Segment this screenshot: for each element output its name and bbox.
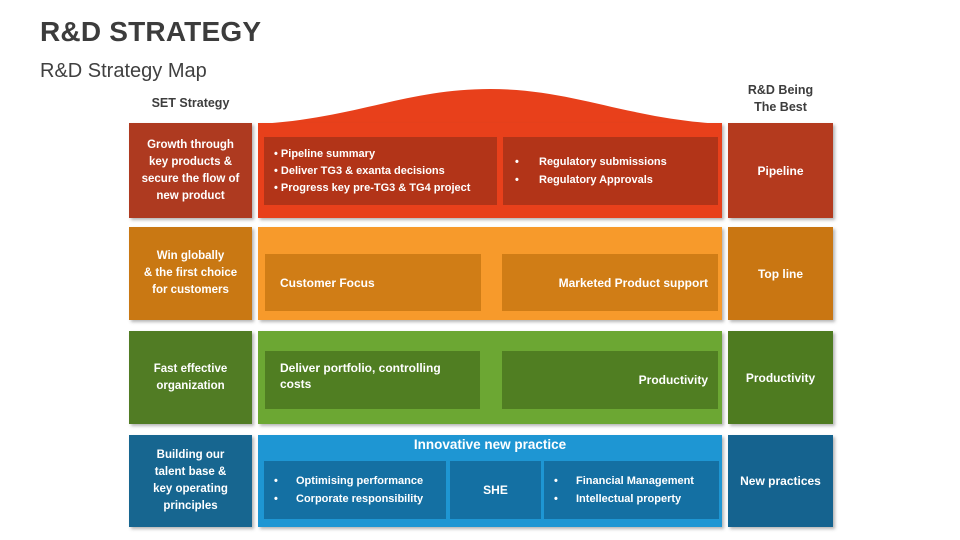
text-line: key products & xyxy=(148,155,233,168)
strategy-box-win-globally: Win globally & the first choice for cust… xyxy=(129,227,252,320)
column-header-rd-being-the-best: R&D Being The Best xyxy=(728,82,833,116)
bullet-item: Regulatory Approvals xyxy=(503,171,718,189)
bullet-item: Progress key pre-TG3 & TG4 project xyxy=(274,180,497,197)
row-topline-band: Customer Focus Marketed Product support xyxy=(258,227,722,320)
bullet-item: Optimising performance xyxy=(264,472,446,490)
header-line: The Best xyxy=(754,100,807,114)
outcome-label: New practices xyxy=(740,474,821,488)
cell-label: SHE xyxy=(483,483,508,497)
text-line: & the first choice xyxy=(143,267,238,279)
column-header-set-strategy: SET Strategy xyxy=(151,96,230,110)
text-line: Building our xyxy=(156,449,225,461)
bullet-item: Intellectual property xyxy=(544,490,719,508)
text-line: Fast effective xyxy=(153,362,228,375)
outcome-label: Productivity xyxy=(745,370,816,385)
text-line: principles xyxy=(163,500,218,512)
row-practices-band: Innovative new practice Optimising perfo… xyxy=(258,435,722,527)
bullet-item: Pipeline summary xyxy=(274,146,497,163)
cell-productivity: Productivity xyxy=(502,351,718,409)
text-line: Growth through xyxy=(147,138,234,151)
row-pipeline-band: Pipeline summary Deliver TG3 & exanta de… xyxy=(258,123,722,218)
text-line: Deliver portfolio, controlling xyxy=(280,361,441,375)
row-productivity-band: Deliver portfolio, controlling costs Pro… xyxy=(258,331,722,424)
outcome-box-pipeline: Pipeline xyxy=(728,123,833,218)
row-practices: Building our talent base & key operating… xyxy=(129,435,833,527)
cell-regulatory: Regulatory submissions Regulatory Approv… xyxy=(503,137,718,205)
row-productivity: Fast effective organization Deliver port… xyxy=(129,331,833,424)
cell-deliver-portfolio: Deliver portfolio, controlling costs xyxy=(265,351,480,409)
bullet-item: Corporate responsibility xyxy=(264,490,446,508)
text-line: key operating xyxy=(153,483,228,495)
slide-title: R&D STRATEGY xyxy=(40,16,262,47)
text-line: new product xyxy=(156,189,225,202)
strategy-box-fast-effective: Fast effective organization xyxy=(129,331,252,424)
wave-shape xyxy=(257,89,723,124)
cell-customer-focus: Customer Focus xyxy=(265,254,481,311)
cell-pipeline-actions: Pipeline summary Deliver TG3 & exanta de… xyxy=(264,137,497,205)
outcome-label: Top line xyxy=(757,266,804,281)
slide-subtitle: R&D Strategy Map xyxy=(40,60,207,82)
outcome-box-topline: Top line xyxy=(728,227,833,320)
cell-financial-management: Financial Management Intellectual proper… xyxy=(544,461,719,519)
bullet-item: Deliver TG3 & exanta decisions xyxy=(274,163,497,180)
cell-optimising-performance: Optimising performance Corporate respons… xyxy=(264,461,446,519)
strategy-box-growth: Growth through key products & secure the… xyxy=(129,123,252,218)
row-pipeline: Growth through key products & secure the… xyxy=(129,123,833,218)
bullet-item: Regulatory submissions xyxy=(503,153,718,171)
text-line: for customers xyxy=(152,284,229,296)
text-line: organization xyxy=(156,379,225,392)
header-line: R&D Being xyxy=(747,83,814,97)
bullet-item: Financial Management xyxy=(544,472,719,490)
outcome-box-new-practices: New practices xyxy=(728,435,833,527)
text-line: costs xyxy=(280,377,312,391)
strategy-box-talent-base: Building our talent base & key operating… xyxy=(129,435,252,527)
row-topline: Win globally & the first choice for cust… xyxy=(129,227,833,320)
text-line: Win globally xyxy=(156,250,225,262)
cell-marketed-product-support: Marketed Product support xyxy=(502,254,718,311)
cell-label: Marketed Product support xyxy=(558,275,708,290)
outcome-box-productivity: Productivity xyxy=(728,331,833,424)
cell-label: Customer Focus xyxy=(280,275,375,290)
cell-label: Productivity xyxy=(638,373,708,387)
text-line: talent base & xyxy=(154,466,227,478)
band-header: Innovative new practice xyxy=(413,437,567,452)
cell-she: SHE xyxy=(450,461,541,519)
outcome-label: Pipeline xyxy=(757,163,804,178)
text-line: secure the flow of xyxy=(141,172,240,185)
